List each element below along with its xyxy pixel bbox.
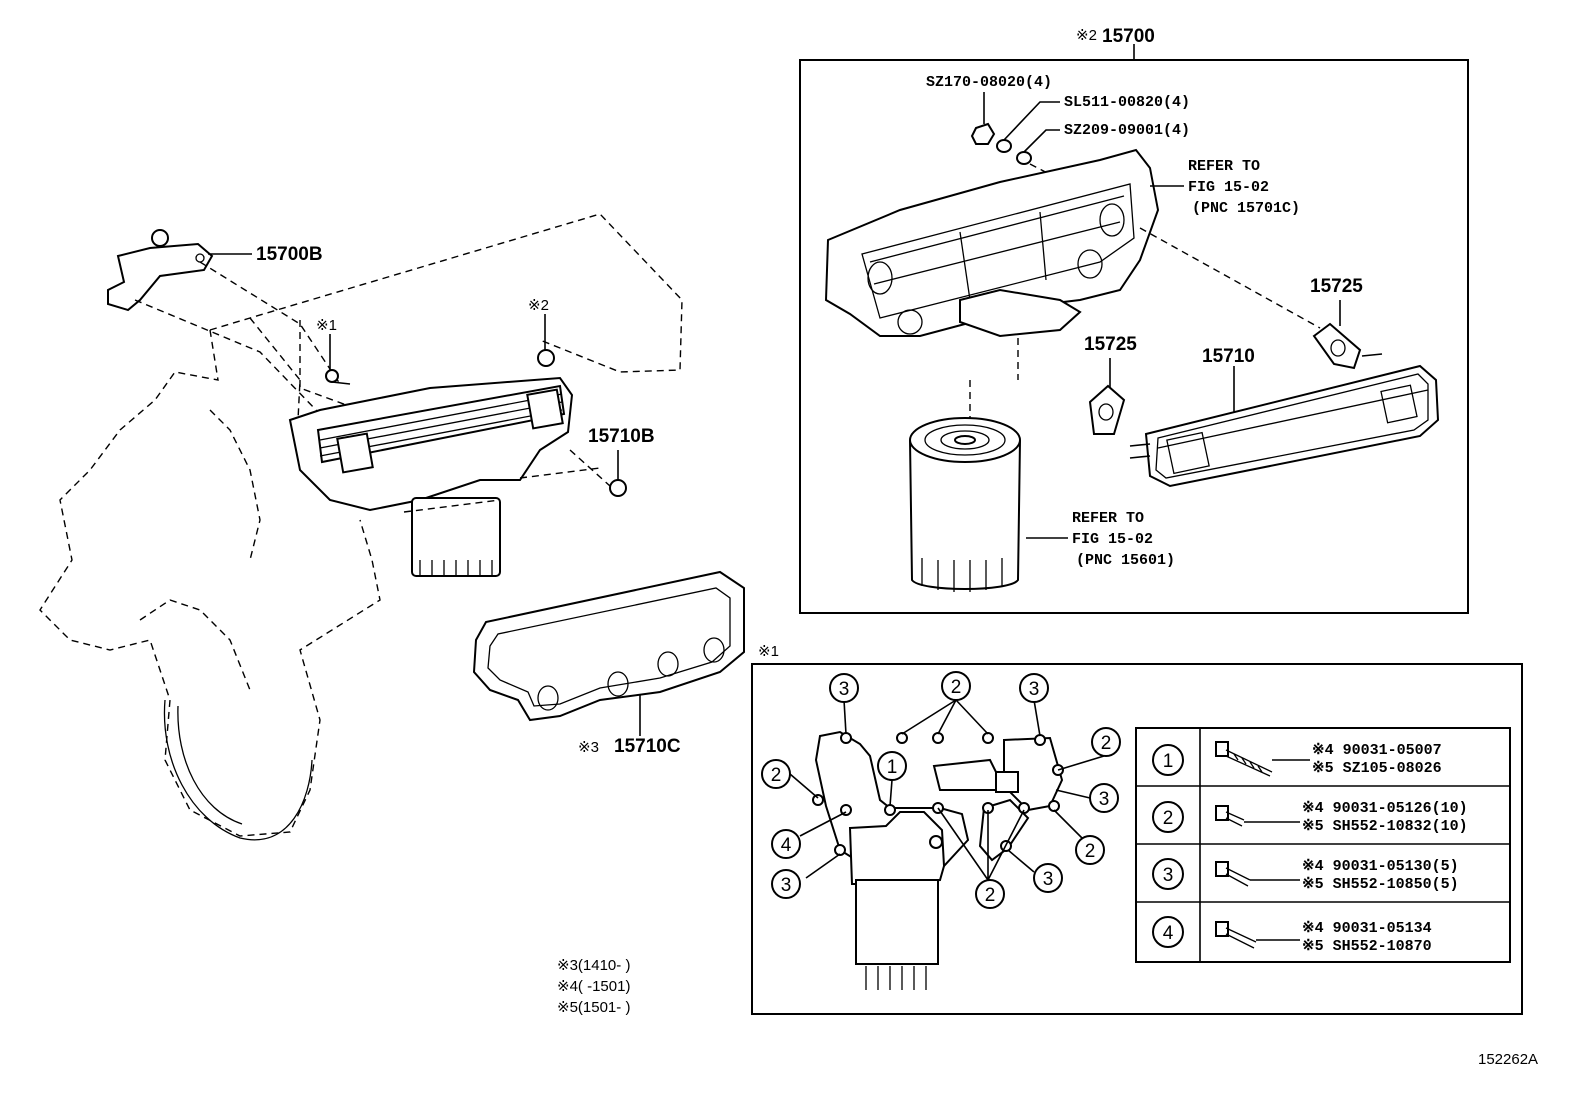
- table-num-4: 4: [1163, 923, 1174, 944]
- table-row1-line2: ※5 SZ105-08026: [1312, 760, 1442, 777]
- table-row4-line1: ※4 90031-05134: [1302, 920, 1432, 937]
- callout-1: 1: [887, 757, 898, 778]
- table-row4-line2: ※5 SH552-10870: [1302, 938, 1432, 955]
- bolt-box: [751, 663, 1523, 1015]
- gasket-15725-b: [1088, 358, 1126, 435]
- callout-4: 4: [781, 835, 792, 856]
- label-15725-a: 15725: [1310, 276, 1363, 297]
- cooler-element-15710: [1129, 353, 1440, 488]
- oil-cooler-left: [288, 349, 627, 577]
- washer1-label: SL511-00820(4): [1064, 94, 1190, 111]
- callout-3-right: 3: [1099, 789, 1110, 810]
- bolt-icon-4: [1215, 921, 1300, 949]
- pipe-15700b: [107, 229, 341, 413]
- engine-outline: [39, 213, 683, 841]
- washer2-label: SZ209-09001(4): [1064, 122, 1190, 139]
- note-3: ※3(1410- ): [557, 957, 630, 974]
- table-num-3: 3: [1163, 865, 1174, 886]
- refer2-line2: FIG 15-02: [1072, 531, 1153, 548]
- note-4: ※4( -1501): [557, 978, 630, 995]
- mark-2-left: ※2: [528, 297, 549, 314]
- cooler-housing: [824, 148, 1321, 430]
- callout-2-bottom: 2: [985, 885, 996, 906]
- callout-3-bottom-left: 3: [781, 875, 792, 896]
- bolt-icon-3: [1215, 861, 1300, 887]
- bolt-pattern-drawing: [789, 699, 1105, 990]
- bolt-icon-2: [1215, 805, 1300, 827]
- callout-2-top: 2: [951, 677, 962, 698]
- label-15710b: 15710B: [588, 426, 655, 447]
- callout-3-top-right: 3: [1029, 679, 1040, 700]
- diagram-id: 152262A: [1478, 1051, 1538, 1068]
- refer2-line1: REFER TO: [1072, 510, 1144, 527]
- bolt-icon-1: [1215, 741, 1310, 777]
- bolt-table: 1 2 3 4 ※4 90031-05007 ※5 SZ105-08: [1135, 727, 1511, 963]
- label-15725-b: 15725: [1084, 334, 1137, 355]
- table-row3-line1: ※4 90031-05130(5): [1302, 858, 1459, 875]
- table-num-1: 1: [1163, 751, 1174, 772]
- gasket-15710c: [472, 570, 745, 736]
- assembly-mark: ※2: [1076, 27, 1097, 44]
- table-row1-line1: ※4 90031-05007: [1312, 742, 1442, 759]
- bolt-box-mark: ※1: [758, 643, 779, 660]
- nut-label: SZ170-08020(4): [926, 74, 1052, 91]
- label-15710c: 15710C: [614, 736, 681, 757]
- gasket-15725-a: [1312, 300, 1362, 370]
- label-15700b: 15700B: [256, 244, 323, 265]
- assembly-title: 15700: [1102, 26, 1155, 47]
- mark-3-left: ※3: [578, 739, 599, 756]
- table-row2-line1: ※4 90031-05126(10): [1302, 800, 1468, 817]
- refer1-line3: (PNC 15701C): [1192, 200, 1300, 217]
- note-5: ※5(1501- ): [557, 999, 630, 1016]
- table-row2-line2: ※5 SH552-10832(10): [1302, 818, 1468, 835]
- callout-3-bottom-right: 3: [1043, 869, 1054, 890]
- callout-3-top-left: 3: [839, 679, 850, 700]
- callout-2-right-bottom: 2: [1085, 841, 1096, 862]
- mark-1-left: ※1: [316, 317, 337, 334]
- refer1-line1: REFER TO: [1188, 158, 1260, 175]
- table-row3-line2: ※5 SH552-10850(5): [1302, 876, 1459, 893]
- label-15710: 15710: [1202, 346, 1255, 367]
- refer2-line3: (PNC 15601): [1076, 552, 1175, 569]
- assembly-15700-box: [799, 44, 1469, 614]
- oil-filter: [909, 417, 1068, 592]
- callout-2-right-top: 2: [1101, 733, 1112, 754]
- table-num-2: 2: [1163, 808, 1174, 829]
- callout-2-left: 2: [771, 765, 782, 786]
- callout-circles: 3 2 3 2 1 2 4 3 3 2 2 3: [761, 671, 1121, 909]
- refer1-line2: FIG 15-02: [1188, 179, 1269, 196]
